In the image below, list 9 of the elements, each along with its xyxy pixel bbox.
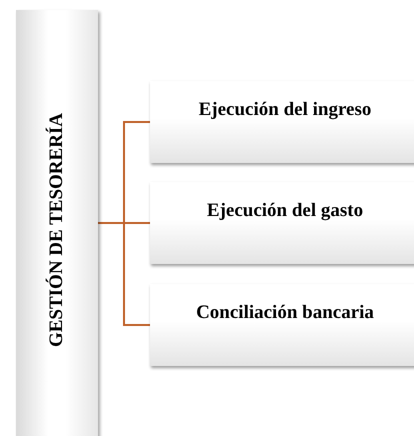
item-label: Conciliación bancaria	[196, 302, 374, 324]
item-box	[150, 284, 414, 366]
item-box	[150, 182, 414, 264]
item-label: Ejecución del gasto	[206, 200, 364, 222]
item-label: Ejecución del ingreso	[198, 99, 372, 121]
item-box	[150, 81, 414, 163]
category-label: GESTIÓN DE TESORERÍA	[46, 112, 68, 348]
connector-line	[98, 222, 150, 326]
category-box	[16, 10, 98, 436]
